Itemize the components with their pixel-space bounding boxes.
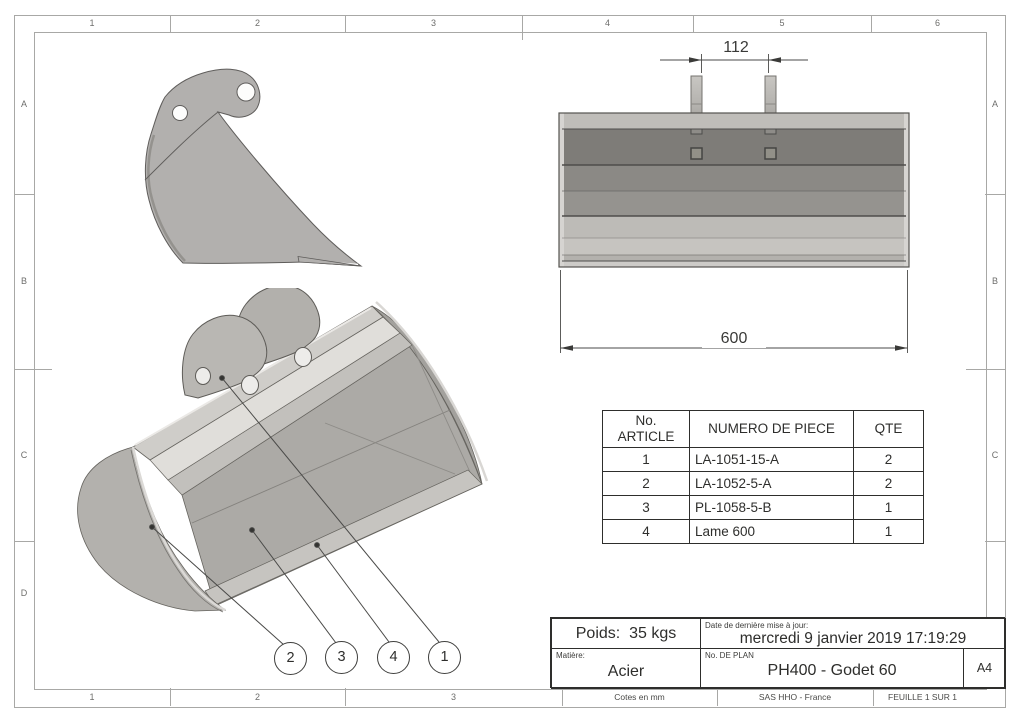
balloon-2: 2 <box>274 642 307 675</box>
tab-slots <box>690 128 777 160</box>
balloon-1: 1 <box>428 641 461 674</box>
date-cell: Date de dernière mise à jour: mercredi 9… <box>700 618 1006 649</box>
units-note: Cotes en mm <box>614 692 665 702</box>
col-header-piece: NUMERO DE PIECE <box>689 410 854 448</box>
weight-cell: Poids: 35 kgs <box>551 618 701 649</box>
zone-label: 5 <box>779 18 785 28</box>
lug-hole <box>236 82 256 102</box>
lug-hole <box>172 105 188 121</box>
outer-border <box>14 15 1006 708</box>
zone-label: 2 <box>254 18 260 28</box>
zone-label: 4 <box>604 18 610 28</box>
zone-label: 3 <box>430 18 436 28</box>
table-row: 2 LA-1052-5-A 2 <box>602 471 924 496</box>
material-cell: Matière: Acier <box>551 648 701 689</box>
plan-cell: No. DE PLAN PH400 - Godet 60 <box>700 648 964 689</box>
zone-label: 1 <box>89 692 95 702</box>
material-label: Matière: <box>556 651 585 660</box>
title-block: Poids: 35 kgs Date de dernière mise à jo… <box>550 617 1006 689</box>
zone-label: 6 <box>934 18 940 28</box>
dimension-600 <box>560 270 908 353</box>
sheet-format: A4 <box>976 661 993 675</box>
col-header-qty: QTE <box>853 410 924 448</box>
dimension-112 <box>660 54 808 73</box>
zone-label: A <box>991 99 998 109</box>
weight-value: Poids: 35 kgs <box>575 625 677 642</box>
zone-label: 2 <box>254 692 260 702</box>
front-view <box>558 54 910 353</box>
material-value: Acier <box>607 663 645 680</box>
bucket-back-bands <box>558 112 910 268</box>
inner-border <box>34 32 987 690</box>
table-header-row: No.ARTICLE NUMERO DE PIECE QTE <box>602 410 924 448</box>
zone-label: C <box>991 450 999 460</box>
zone-label: A <box>20 99 27 109</box>
plan-number: PH400 - Godet 60 <box>767 662 897 679</box>
iso-view <box>77 288 489 646</box>
lug-hole <box>294 347 312 367</box>
table-row: 3 PL-1058-5-B 1 <box>602 495 924 520</box>
plan-label: No. DE PLAN <box>705 651 754 660</box>
zone-label: B <box>991 276 998 286</box>
zone-label: 1 <box>89 18 95 28</box>
zone-label: 3 <box>450 692 456 702</box>
col-header-article: No.ARTICLE <box>602 410 690 448</box>
lug-hole <box>195 367 211 385</box>
balloon-4: 4 <box>377 641 410 674</box>
dim-text-600: 600 <box>702 330 766 348</box>
format-cell: A4 <box>963 648 1006 689</box>
company-name: SAS HHO - France <box>758 692 832 702</box>
table-row: 4 Lame 600 1 <box>602 519 924 544</box>
dim-text-112: 112 <box>723 39 749 56</box>
zone-label: B <box>20 276 27 286</box>
balloon-3: 3 <box>325 641 358 674</box>
table-row: 1 LA-1051-15-A 2 <box>602 447 924 472</box>
date-label: Date de dernière mise à jour: <box>705 621 809 630</box>
sheet-note: FEUILLE 1 SUR 1 <box>888 692 957 702</box>
lug-hole <box>241 375 259 395</box>
parts-table: No.ARTICLE NUMERO DE PIECE QTE 1 LA-1051… <box>602 410 924 544</box>
side-view <box>144 68 363 267</box>
zone-label: D <box>20 588 28 598</box>
zone-label: C <box>20 450 28 460</box>
date-value: mercredi 9 janvier 2019 17:19:29 <box>739 630 967 647</box>
